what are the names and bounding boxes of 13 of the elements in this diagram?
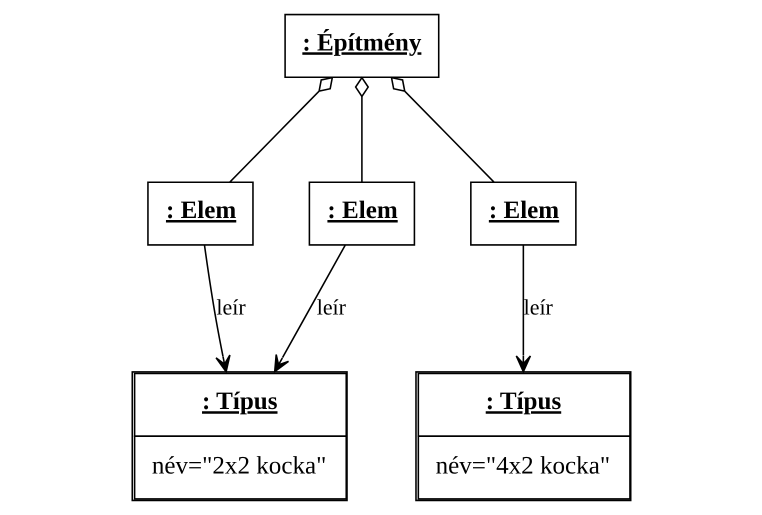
edge-label: leír — [216, 294, 246, 320]
node-box: : Elem — [146, 181, 254, 246]
node-box: : Építmény — [284, 14, 439, 78]
arrow — [515, 245, 531, 372]
edge-label: leír — [316, 294, 346, 320]
arrow — [273, 244, 346, 372]
edge-label: leír — [523, 294, 552, 320]
connector — [228, 76, 333, 183]
connector — [390, 76, 494, 183]
node-box: : Elem — [308, 181, 415, 246]
connector — [354, 76, 369, 182]
arrow — [203, 245, 230, 373]
node-box: : Elem — [470, 181, 576, 246]
